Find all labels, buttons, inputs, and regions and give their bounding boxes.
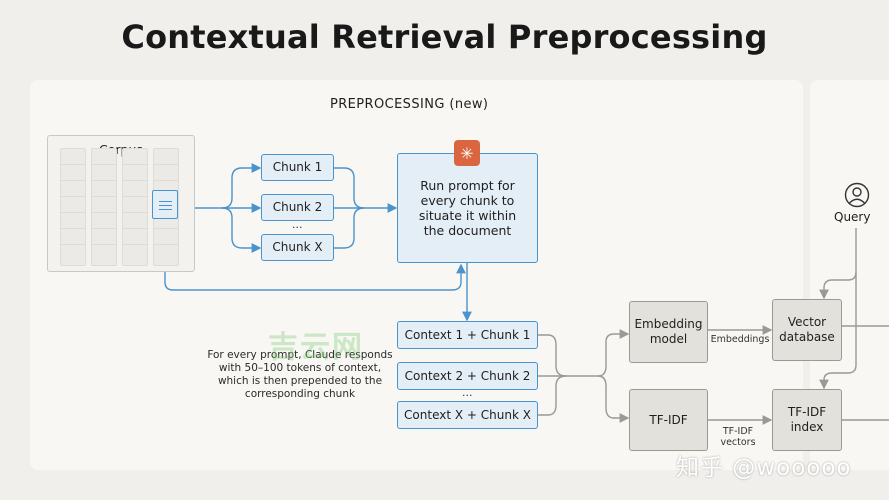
section-label: PREPROCESSING (new) [330,97,489,112]
query-label: Query [834,210,871,224]
context-chunk-x-box: Context X + Chunk X [397,401,538,429]
claude-starburst-icon: ✳ [454,140,480,166]
watermark: 吉云网 [268,330,364,365]
prompt-box: Run prompt for every chunk to situate it… [397,153,538,263]
user-icon [844,182,870,208]
page-title: Contextual Retrieval Preprocessing [121,18,768,56]
claude-context-note: For every prompt, Claude responds with 5… [207,349,393,400]
chunk-ellipsis: ... [292,218,303,231]
document-icon [152,190,178,219]
tfidf-index-box: TF-IDF index [772,389,842,451]
embedding-model-box: Embedding model [629,301,708,363]
chunk-2-box: Chunk 2 [261,194,334,221]
context-ellipsis: ... [462,386,473,399]
corpus-document [153,244,179,266]
tfidf-vectors-label: TF-IDF vectors [720,426,756,448]
vector-database-box: Vector database [772,299,842,361]
corpus-document [60,244,86,266]
chunk-1-box: Chunk 1 [261,154,334,181]
embeddings-label: Embeddings [710,334,770,345]
context-chunk-1-box: Context 1 + Chunk 1 [397,321,538,349]
chunk-x-box: Chunk X [261,234,334,261]
attribution-watermark: 知乎 @wooooo [676,455,852,481]
corpus-document [91,244,117,266]
corpus-document [122,244,148,266]
tfidf-box: TF-IDF [629,389,708,451]
context-chunk-2-box: Context 2 + Chunk 2 [397,362,538,390]
